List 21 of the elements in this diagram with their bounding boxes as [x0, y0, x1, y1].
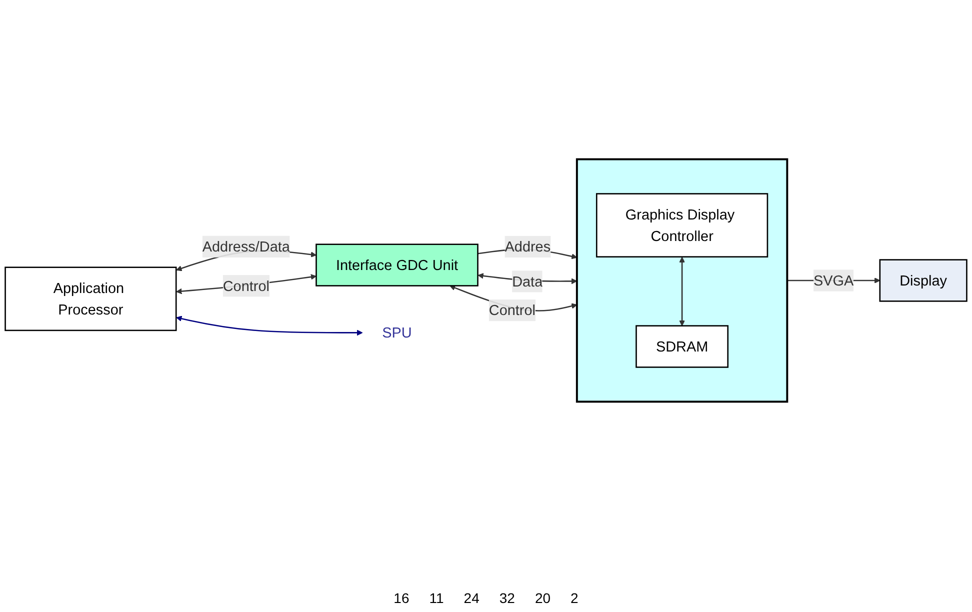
edge-label: SVGA: [813, 272, 854, 288]
cluster: [576, 158, 788, 402]
node-box: Graphics Display Controller: [596, 192, 768, 257]
edge-label: Address/Data: [202, 238, 290, 254]
arrow: [176, 315, 363, 336]
node-box: SDRAM: [636, 324, 729, 368]
bus-width-label: 11: [429, 590, 444, 606]
edge-label: Control: [222, 277, 270, 294]
bus-width-label: 2: [570, 590, 578, 606]
edge-label: Control: [488, 302, 536, 318]
node-text: SPU: [382, 324, 412, 340]
edge-label: Data: [512, 272, 543, 290]
bus-width-label: 16: [394, 590, 410, 606]
bus-width-label: 20: [534, 590, 551, 606]
arrow: [679, 256, 685, 326]
edge-label: Addres: [504, 238, 551, 254]
node-box: Application Processor: [4, 266, 177, 331]
node-box: Interface GDC Unit: [316, 243, 478, 286]
bus-width-label: 32: [499, 590, 515, 606]
bus-width-label: 24: [464, 590, 480, 606]
node-box: Display: [879, 258, 968, 302]
